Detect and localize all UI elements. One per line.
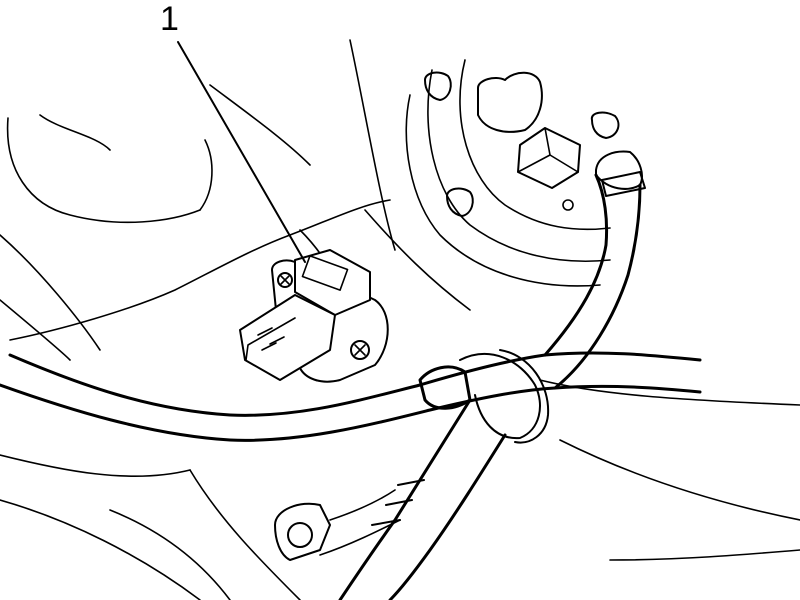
- retainer-nut-upper: [424, 71, 452, 101]
- pump-connector: [517, 127, 581, 189]
- sensor-screw-left: [277, 272, 293, 288]
- retainer-nut-lower: [446, 187, 474, 217]
- hose-end-fitting: [595, 150, 643, 190]
- mounting-bracket: [274, 489, 401, 561]
- sensor-screw-right: [350, 340, 370, 360]
- sensor-label-window: [301, 255, 349, 291]
- body-panel-contours: [0, 39, 800, 600]
- sensor-assembly: [239, 249, 389, 383]
- callout-1-label: 1: [160, 0, 179, 38]
- callout-1-leader: [177, 41, 306, 263]
- pump-nut: [590, 111, 620, 139]
- sensor-body-top: [294, 249, 371, 316]
- sensor-connector-housing: [239, 294, 336, 381]
- pump-screw: [562, 199, 574, 211]
- bracket-bolt-hole: [287, 522, 313, 548]
- wiring-harness: [0, 150, 702, 600]
- fuel-pump-cover: [405, 59, 620, 287]
